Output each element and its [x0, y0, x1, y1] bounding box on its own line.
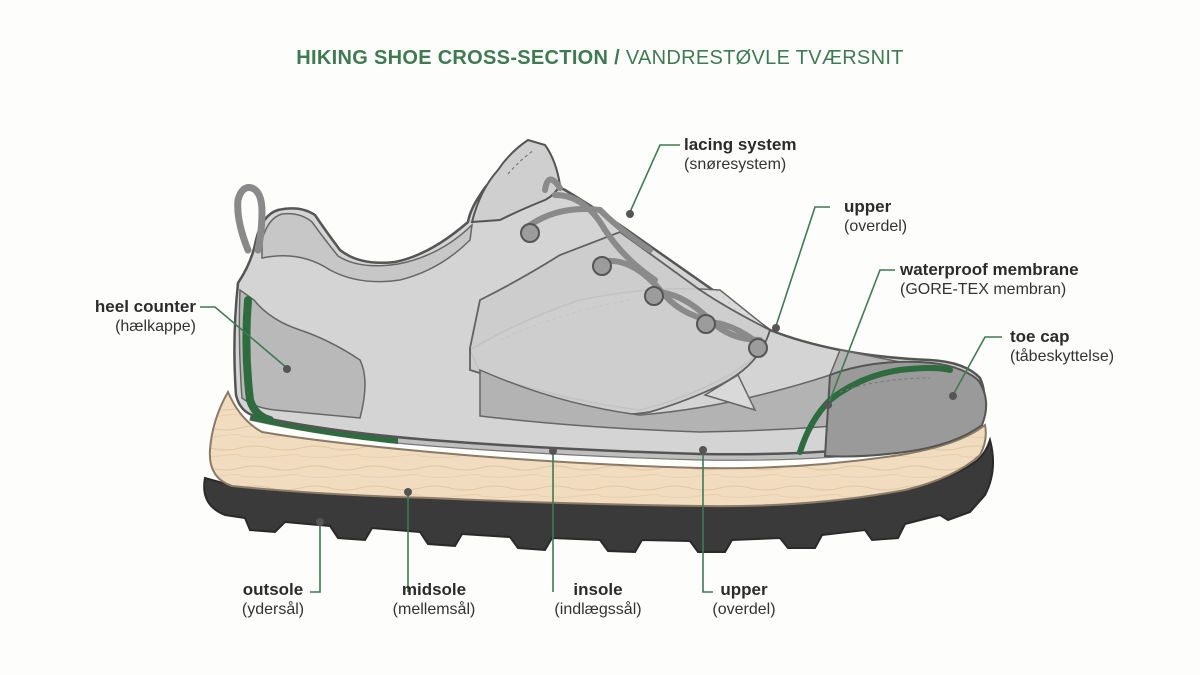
title-separator: /	[608, 47, 626, 69]
label-lacing-system: lacing system (snøresystem)	[684, 135, 797, 174]
label-outsole: outsole (ydersål)	[241, 580, 305, 619]
label-toe-cap: toe cap (tåbeskyttelse)	[1010, 327, 1115, 366]
membrane-green-line	[797, 365, 953, 455]
eyelets	[520, 223, 768, 358]
heel-counter-panel	[238, 288, 366, 419]
eyelet-2	[592, 256, 612, 276]
label-midsole: midsole (mellemsål)	[392, 580, 476, 619]
lower-overlay	[479, 349, 901, 433]
title-english: HIKING SHOE CROSS-SECTION	[296, 47, 609, 69]
label-heel-counter: heel counter (hælkappe)	[94, 297, 196, 336]
collar-lining	[261, 212, 474, 283]
label-waterproof-membrane: waterproof membrane (GORE-TEX membran)	[900, 260, 1079, 299]
midsole-shape	[208, 389, 987, 508]
title-danish: VANDRESTØVLE TVÆRSNIT	[625, 47, 904, 69]
label-upper-bottom: upper (overdel)	[712, 580, 776, 619]
eyelet-1	[520, 223, 540, 243]
eyelet-3	[644, 286, 664, 306]
tongue	[470, 138, 562, 224]
triangle-cutout	[703, 373, 757, 412]
heel-counter-green	[242, 296, 274, 424]
leader-dots	[283, 210, 957, 526]
label-insole: insole (indlægssål)	[554, 580, 642, 619]
eyelet-4	[696, 314, 716, 334]
toe-cap-shape	[823, 360, 988, 458]
toe-stitch	[839, 377, 931, 393]
leader-lines	[200, 144, 1002, 593]
diagram-title: HIKING SHOE CROSS-SECTION / VANDRESTØVLE…	[0, 47, 1200, 70]
eyelet-5	[748, 338, 768, 358]
heel-pull-loop	[234, 184, 266, 254]
tongue-stitch	[507, 149, 535, 175]
label-upper-top: upper (overdel)	[844, 197, 908, 236]
